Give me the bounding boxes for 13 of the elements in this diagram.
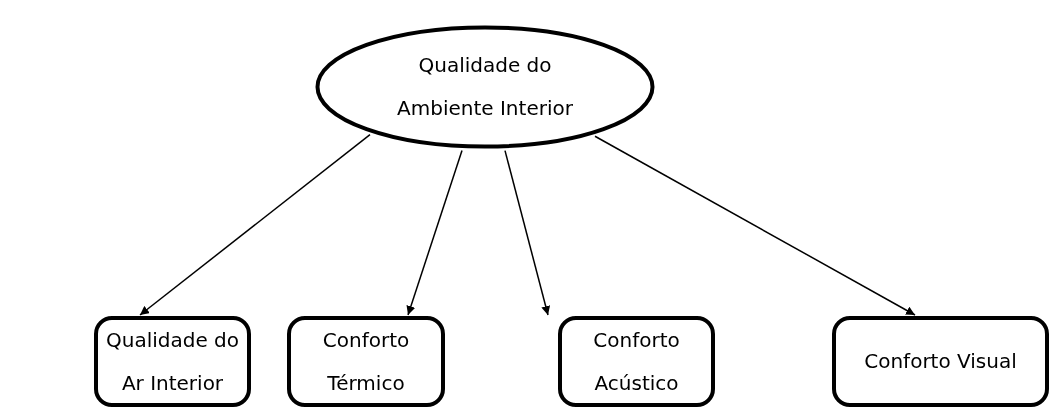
rounded-box bbox=[94, 316, 251, 407]
rounded-box bbox=[832, 316, 1049, 407]
arrow bbox=[504, 149, 551, 316]
node-label: Conforto Acústico bbox=[592, 326, 681, 397]
arrow bbox=[406, 149, 463, 316]
arrow bbox=[594, 135, 916, 316]
arrow bbox=[139, 133, 371, 316]
rounded-box bbox=[287, 316, 445, 407]
rounded-box bbox=[558, 316, 715, 407]
node-label: Conforto Térmico bbox=[321, 326, 411, 397]
node-label: Conforto Visual bbox=[863, 348, 1018, 375]
node-label: Qualidade do Ar Interior bbox=[105, 326, 240, 397]
node-label: Qualidade do Ambiente Interior bbox=[396, 52, 574, 122]
